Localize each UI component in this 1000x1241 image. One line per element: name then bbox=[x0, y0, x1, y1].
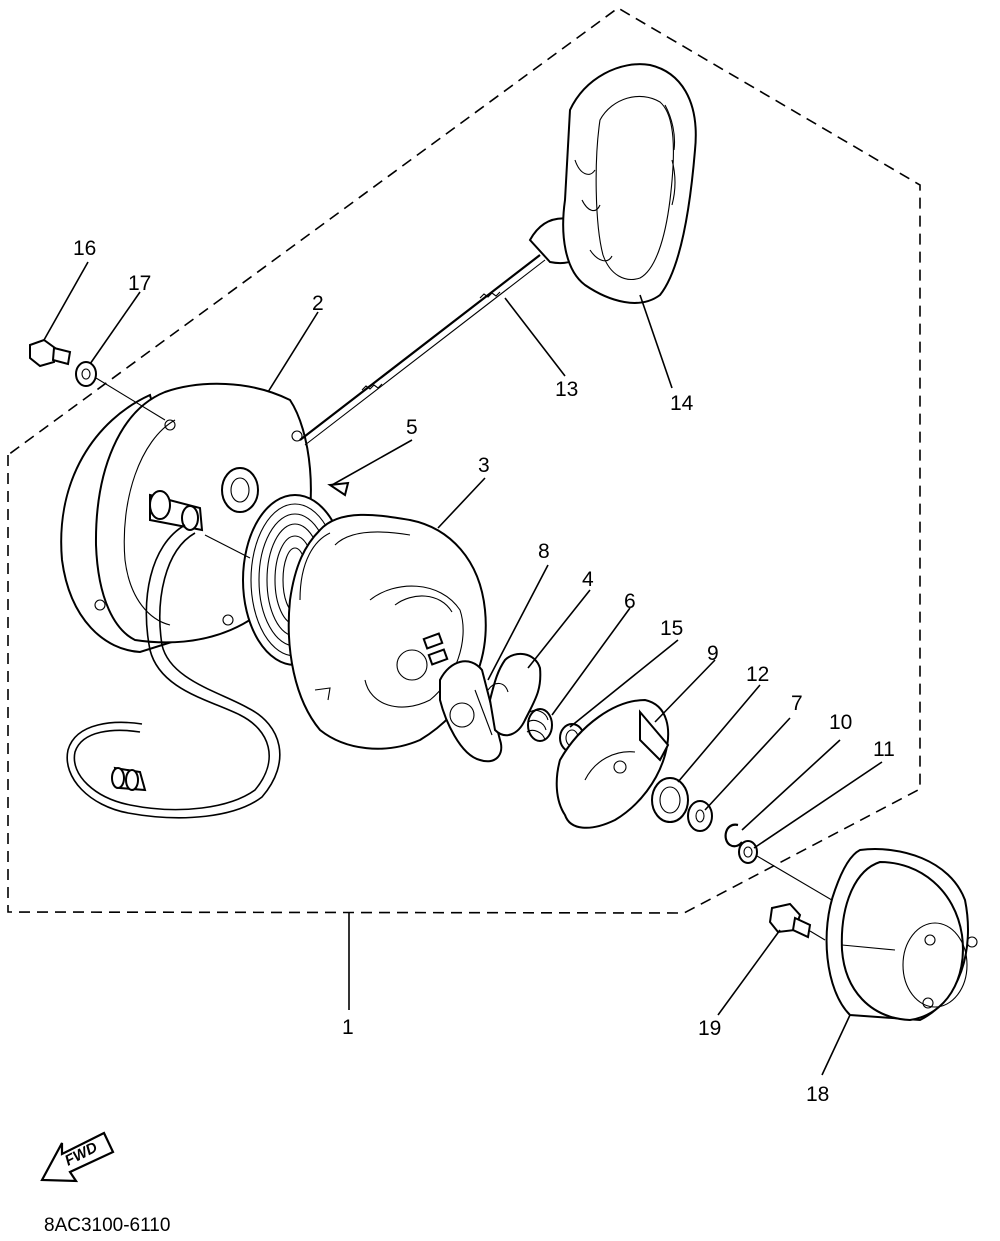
label-15: 15 bbox=[660, 617, 683, 640]
drive-plate bbox=[555, 698, 670, 829]
friction-washer bbox=[651, 777, 689, 823]
circlip bbox=[724, 823, 743, 848]
case-bolt bbox=[29, 338, 72, 368]
label-17: 17 bbox=[128, 272, 151, 295]
label-12: 12 bbox=[746, 663, 769, 686]
label-6: 6 bbox=[624, 590, 636, 613]
label-4: 4 bbox=[582, 568, 594, 591]
label-14: 14 bbox=[670, 392, 694, 415]
bushing bbox=[738, 840, 758, 864]
case-washer bbox=[75, 361, 97, 387]
label-3: 3 bbox=[478, 454, 490, 477]
label-10: 10 bbox=[829, 711, 852, 734]
rope-loop bbox=[66, 524, 281, 819]
fwd-arrow: FWD bbox=[40, 1131, 115, 1183]
bolt-axis-line bbox=[95, 377, 166, 421]
label-13: 13 bbox=[555, 378, 578, 401]
ratchet-pawl bbox=[439, 660, 503, 763]
return-spring bbox=[526, 708, 553, 742]
label-8: 8 bbox=[538, 540, 550, 563]
center-axis-line bbox=[756, 855, 843, 907]
label-1: 1 bbox=[342, 1016, 354, 1039]
shaft-axis-line bbox=[204, 534, 251, 559]
label-2: 2 bbox=[312, 292, 324, 315]
starter-pulley bbox=[825, 848, 978, 1022]
leader-lines bbox=[43, 261, 883, 1076]
starter-handle bbox=[528, 63, 697, 304]
label-18: 18 bbox=[806, 1083, 829, 1106]
rope-reel bbox=[287, 513, 487, 750]
label-5: 5 bbox=[406, 416, 418, 439]
label-11: 11 bbox=[873, 738, 895, 761]
diagram-code: 8AC3100-6110 bbox=[44, 1215, 170, 1236]
label-19: 19 bbox=[698, 1017, 721, 1040]
starter-rope bbox=[299, 254, 546, 446]
label-7: 7 bbox=[791, 692, 803, 715]
label-9: 9 bbox=[707, 642, 719, 665]
label-16: 16 bbox=[73, 237, 96, 260]
assembly-boundary bbox=[7, 7, 921, 914]
pulley-bolt bbox=[768, 902, 826, 941]
spring-clip bbox=[487, 652, 542, 737]
